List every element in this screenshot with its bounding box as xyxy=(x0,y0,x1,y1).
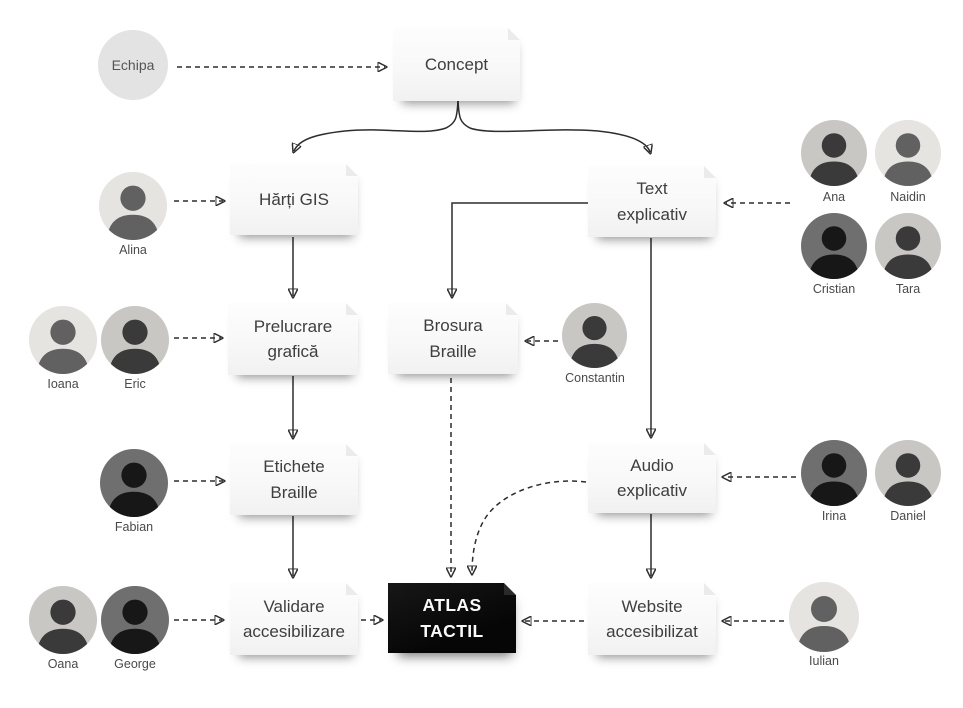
person-label-daniel: Daniel xyxy=(890,509,926,523)
node-etichete-braille: Etichete Braille xyxy=(230,444,358,515)
avatar-cristian xyxy=(801,213,867,279)
node-audio-explicativ: Audio explicativ xyxy=(588,443,716,513)
person-photo-icon xyxy=(789,582,859,652)
avatar-fabian xyxy=(100,449,168,517)
person-label-ana: Ana xyxy=(822,190,846,204)
edge-concept-text xyxy=(457,100,650,152)
node-brosura-braille: Brosura Braille xyxy=(388,303,518,374)
node-label: Validare xyxy=(263,596,325,616)
node-label: TACTIL xyxy=(420,621,484,641)
avatar-eric xyxy=(101,306,169,374)
node-atlas-tactil: ATLAS TACTIL xyxy=(388,583,516,653)
person-label-eric: Eric xyxy=(124,377,146,391)
person-label-alina: Alina xyxy=(119,243,147,257)
avatar-oana xyxy=(29,586,97,654)
node-label: ATLAS xyxy=(422,594,482,615)
node-text-explicativ: Text explicativ xyxy=(588,166,716,237)
avatar-daniel xyxy=(875,440,941,506)
node-label: Prelucrare xyxy=(253,316,333,336)
person-photo-icon xyxy=(875,120,941,186)
avatar-ana xyxy=(801,120,867,186)
person-label-naidin: Naidin xyxy=(890,190,926,204)
avatar-constantin xyxy=(562,303,627,368)
person-photo-icon xyxy=(801,213,867,279)
node-label: Etichete xyxy=(263,457,325,476)
node-label: Braille xyxy=(270,482,318,502)
team-badge-label: Echipa xyxy=(111,57,155,73)
avatar-george xyxy=(101,586,169,654)
node-label: Website xyxy=(621,596,683,616)
person-photo-icon xyxy=(101,586,169,654)
node-label: explicativ xyxy=(617,481,687,500)
edge-concept-harti xyxy=(294,100,459,151)
node-harti-gis: Hărți GIS xyxy=(230,164,358,235)
person-photo-icon xyxy=(99,172,167,240)
avatar-iulian xyxy=(789,582,859,652)
person-photo-icon xyxy=(875,213,941,279)
node-validare-accesibilizare: Validare accesibilizare xyxy=(230,583,358,655)
person-label-fabian: Fabian xyxy=(114,520,154,534)
node-prelucrare-grafica: Prelucrare grafică xyxy=(228,303,358,375)
person-label-irina: Irina xyxy=(821,509,847,523)
node-label: Concept xyxy=(424,54,489,74)
node-label: Braille xyxy=(429,341,477,361)
node-label: accesibilizat xyxy=(606,622,698,641)
person-photo-icon xyxy=(562,303,627,368)
node-label: Hărți GIS xyxy=(259,189,329,209)
avatar-alina xyxy=(99,172,167,240)
person-photo-icon xyxy=(875,440,941,506)
person-photo-icon xyxy=(29,306,97,374)
team-badge: Echipa xyxy=(98,30,168,100)
person-photo-icon xyxy=(101,306,169,374)
person-label-tara: Tara xyxy=(895,282,921,296)
edge-text-brosura xyxy=(452,202,588,296)
node-label: Text xyxy=(636,179,668,198)
person-photo-icon xyxy=(801,440,867,506)
person-label-constantin: Constantin xyxy=(565,371,625,385)
person-photo-icon xyxy=(100,449,168,517)
avatar-naidin xyxy=(875,120,941,186)
person-label-oana: Oana xyxy=(47,657,79,671)
person-label-iulian: Iulian xyxy=(809,654,839,668)
person-label-cristian: Cristian xyxy=(812,282,856,296)
person-label-george: George xyxy=(114,657,156,671)
person-label-ioana: Ioana xyxy=(47,377,79,391)
node-label: grafică xyxy=(267,342,319,361)
node-concept: Concept xyxy=(393,28,520,101)
node-website-accesibilizat: Website accesibilizat xyxy=(588,583,716,655)
avatar-ioana xyxy=(29,306,97,374)
avatar-tara xyxy=(875,213,941,279)
avatar-irina xyxy=(801,440,867,506)
node-label: accesibilizare xyxy=(242,622,346,641)
node-label: explicativ xyxy=(617,204,687,224)
node-label: Brosura xyxy=(423,316,483,335)
edge-audio-atlas xyxy=(472,480,587,573)
person-photo-icon xyxy=(29,586,97,654)
person-photo-icon xyxy=(801,120,867,186)
node-label: Audio xyxy=(630,455,674,475)
